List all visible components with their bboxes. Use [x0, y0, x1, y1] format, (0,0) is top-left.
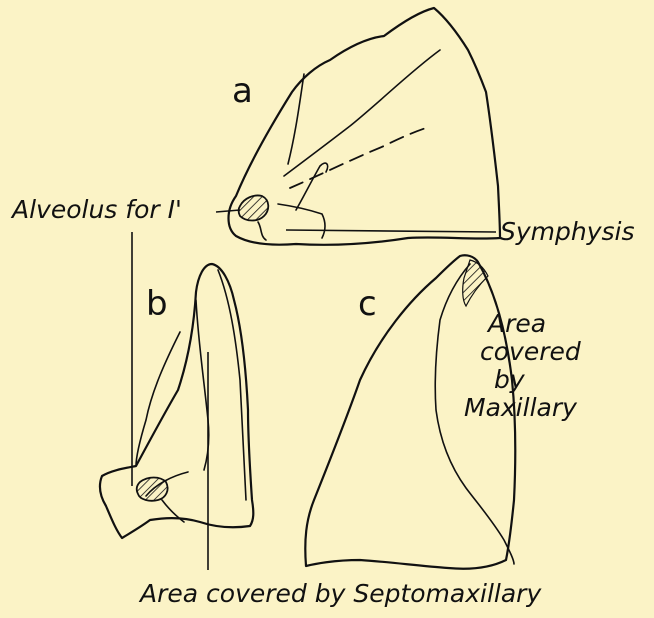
panel-b-letter: b: [146, 284, 168, 324]
panel-c-letter: c: [358, 284, 377, 324]
panel-a-notch: [258, 222, 266, 240]
panel-a-ridge-main: [284, 50, 440, 176]
alveolus-label: Alveolus for I': [10, 195, 182, 224]
symphysis-leader: [286, 230, 496, 232]
panel-a-alveolus: [239, 195, 269, 220]
annotations: Alveolus for I' Symphysis Area covered b…: [10, 195, 635, 608]
panel-b: b: [100, 264, 253, 538]
panel-b-alveolus: [137, 478, 168, 501]
panel-a: a: [229, 8, 501, 245]
symphysis-label: Symphysis: [500, 217, 635, 246]
panel-a-fossa-curve: [296, 163, 328, 210]
septomaxillary-label: Area covered by Septomaxillary: [138, 579, 542, 608]
maxillary-label-line-1: Area: [486, 309, 546, 338]
panel-b-groove: [196, 300, 209, 470]
maxillary-label-line-2: covered: [480, 337, 581, 366]
panel-a-symphysis-edge: [278, 204, 325, 238]
panel-a-outline: [229, 8, 501, 245]
panel-b-inner-edge: [218, 270, 246, 500]
panel-a-dashed-ridge: [290, 128, 426, 188]
panel-a-letter: a: [232, 71, 253, 111]
panel-b-outline: [100, 264, 253, 538]
maxillary-label-line-3: by: [494, 365, 526, 394]
alveolus-leader-a: [216, 210, 240, 212]
maxillary-label-line-4: Maxillary: [464, 393, 578, 422]
panel-c-hatched-edge: [463, 260, 488, 306]
